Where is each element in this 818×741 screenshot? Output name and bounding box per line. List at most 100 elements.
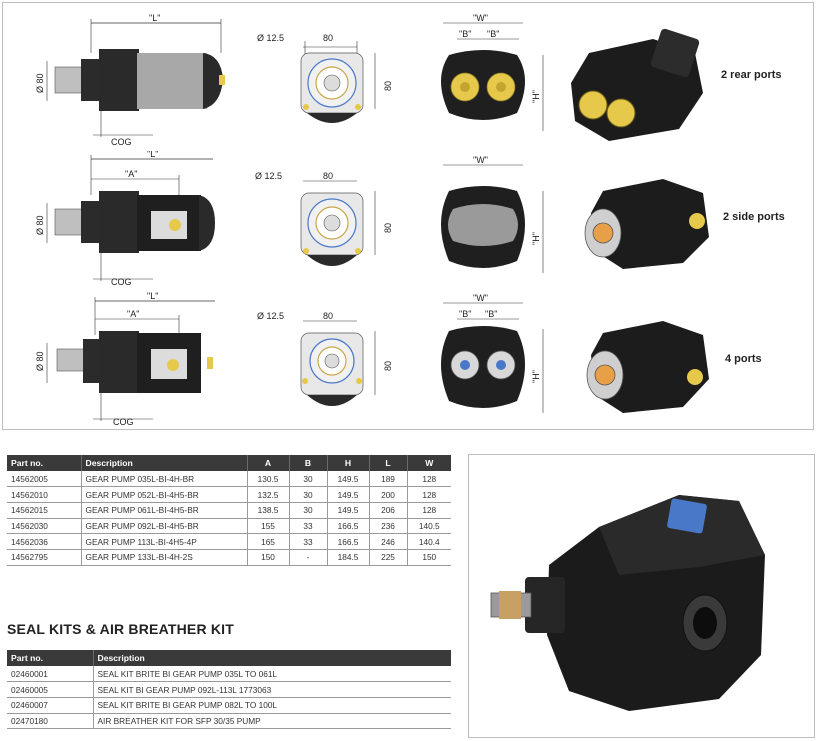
product-photo-frame (468, 454, 815, 738)
dim-port-b: "B" (459, 29, 471, 39)
cell-b: 30 (288, 486, 327, 503)
cell-part-no: 14562030 (7, 518, 81, 535)
rear-view-drawing: "W" "B" "B" "H" (441, 293, 544, 413)
front-view-drawing: Ø 12.5 80 80 (255, 171, 393, 266)
col-header-description: Description (80, 455, 247, 471)
dim-face-width: 80 (323, 311, 333, 321)
cell-part-no: 14562015 (7, 502, 81, 519)
drawing-row-side-ports: "L" "A" Ø 80 COG Ø 12.5 80 80 (3, 151, 815, 291)
cell-w: 150 (406, 549, 451, 566)
dim-width: "W" (473, 293, 488, 303)
col-header-b: B (288, 455, 327, 471)
table-row: 02460007 SEAL KIT BRITE BI GEAR PUMP 082… (7, 697, 451, 714)
cell-description: GEAR PUMP 092L-BI-4H5-BR (80, 518, 247, 535)
pump-render-rear-ports (571, 28, 703, 141)
side-view-drawing: "L" "A" Ø 80 COG (35, 291, 215, 427)
table-row: 02460005 SEAL KIT BI GEAR PUMP 092L-113L… (7, 681, 451, 698)
gear-pump-photo (490, 495, 765, 711)
table-header-row: Part no. Description A B H L W (7, 455, 451, 471)
dim-width: "W" (473, 13, 488, 23)
side-view-drawing: "L" "A" Ø 80 COG (35, 151, 215, 287)
cell-l: 225 (368, 549, 407, 566)
dim-length: "L" (147, 151, 158, 159)
cell-a: 138.5 (246, 502, 289, 519)
technical-drawings-panel: "L" Ø 80 COG Ø 12.5 80 80 (2, 2, 814, 430)
cell-l: 200 (368, 486, 407, 503)
table-row: 02460001 SEAL KIT BRITE BI GEAR PUMP 035… (7, 666, 451, 683)
cell-part-no: 14562795 (7, 549, 81, 566)
dim-face-height: 80 (383, 81, 393, 91)
cell-description: SEAL KIT BRITE BI GEAR PUMP 035L TO 061L (92, 666, 451, 683)
col-header-l: L (368, 455, 407, 471)
cell-b: 33 (288, 533, 327, 550)
port-type-label: 2 side ports (723, 211, 785, 223)
cell-w: 128 (406, 502, 451, 519)
cell-part-no: 02460005 (7, 681, 93, 698)
dim-diameter: Ø 80 (35, 215, 45, 235)
col-header-h: H (326, 455, 369, 471)
pump-render-side-ports (584, 179, 709, 269)
port-type-label: 2 rear ports (721, 69, 782, 81)
cell-a: 155 (246, 518, 289, 535)
table-row: 14562015 GEAR PUMP 061L-BI-4H5-BR 138.5 … (7, 502, 451, 519)
cell-h: 166.5 (326, 518, 369, 535)
table-row: 14562005 GEAR PUMP 035L-BI-4H-BR 130.5 3… (7, 471, 451, 488)
drawing-row-rear-ports: "L" Ø 80 COG Ø 12.5 80 80 (3, 9, 815, 149)
pump-render-4-ports (586, 321, 709, 413)
cell-description: GEAR PUMP 133L-BI-4H-2S (80, 549, 247, 566)
cell-description: GEAR PUMP 061L-BI-4H5-BR (80, 502, 247, 519)
cell-description: GEAR PUMP 052L-BI-4H5-BR (80, 486, 247, 503)
dim-diameter: Ø 80 (35, 73, 45, 93)
cell-b: 30 (288, 471, 327, 488)
cell-description: AIR BREATHER KIT FOR SFP 30/35 PUMP (92, 713, 451, 730)
cell-l: 189 (368, 471, 407, 488)
table-row: 02470180 AIR BREATHER KIT FOR SFP 30/35 … (7, 713, 451, 730)
table-header-row: Part no. Description (7, 650, 451, 666)
drawing-row-4-ports: "L" "A" Ø 80 COG Ø 12.5 80 80 (3, 291, 815, 431)
cell-description: SEAL KIT BI GEAR PUMP 092L-113L 1773063 (92, 681, 451, 698)
table-row: 14562010 GEAR PUMP 052L-BI-4H5-BR 132.5 … (7, 486, 451, 503)
dim-port-b-2: "B" (485, 309, 497, 319)
cell-a: 150 (246, 549, 289, 566)
cell-w: 140.5 (406, 518, 451, 535)
table-row: 14562030 GEAR PUMP 092L-BI-4H5-BR 155 33… (7, 518, 451, 535)
side-view-drawing: "L" Ø 80 COG (35, 13, 225, 147)
dim-face-height: 80 (383, 361, 393, 371)
pump-spec-table: Part no. Description A B H L W 14562005 … (7, 455, 451, 566)
cell-l: 206 (368, 502, 407, 519)
dim-a: "A" (127, 309, 139, 319)
table-row: 14562036 GEAR PUMP 113L-BI-4H5-4P 165 33… (7, 533, 451, 550)
dim-length: "L" (147, 291, 158, 301)
dim-cog: COG (111, 277, 132, 287)
cell-description: GEAR PUMP 035L-BI-4H-BR (80, 471, 247, 488)
cell-b: 30 (288, 502, 327, 519)
cell-h: 149.5 (326, 471, 369, 488)
drawing-row-2-svg: "L" "A" Ø 80 COG Ø 12.5 80 80 (35, 151, 709, 287)
cell-h: 166.5 (326, 533, 369, 550)
dim-face-width: 80 (323, 171, 333, 181)
cell-a: 165 (246, 533, 289, 550)
cell-b: - (288, 549, 327, 566)
col-header-w: W (406, 455, 451, 471)
front-view-drawing: Ø 12.5 80 80 (257, 311, 393, 406)
col-header-a: A (246, 455, 289, 471)
cell-h: 184.5 (326, 549, 369, 566)
front-view-drawing: Ø 12.5 80 80 (257, 33, 393, 123)
cell-description: GEAR PUMP 113L-BI-4H5-4P (80, 533, 247, 550)
dim-bolt: Ø 12.5 (255, 171, 282, 181)
cell-l: 246 (368, 533, 407, 550)
dim-face-width: 80 (323, 33, 333, 43)
cell-a: 130.5 (246, 471, 289, 488)
dim-port-b-2: "B" (487, 29, 499, 39)
cell-description: SEAL KIT BRITE BI GEAR PUMP 082L TO 100L (92, 697, 451, 714)
dim-height: "H" (531, 232, 541, 245)
rear-view-drawing: "W" "B" "B" "H" (441, 13, 544, 131)
drawing-row-3-svg: "L" "A" Ø 80 COG Ø 12.5 80 80 (35, 291, 709, 427)
cell-part-no: 02460007 (7, 697, 93, 714)
dim-cog: COG (111, 137, 132, 147)
cell-part-no: 02470180 (7, 713, 93, 730)
dim-bolt: Ø 12.5 (257, 33, 284, 43)
dim-height: "H" (531, 90, 541, 103)
cell-w: 140.4 (406, 533, 451, 550)
cell-part-no: 02460001 (7, 666, 93, 683)
